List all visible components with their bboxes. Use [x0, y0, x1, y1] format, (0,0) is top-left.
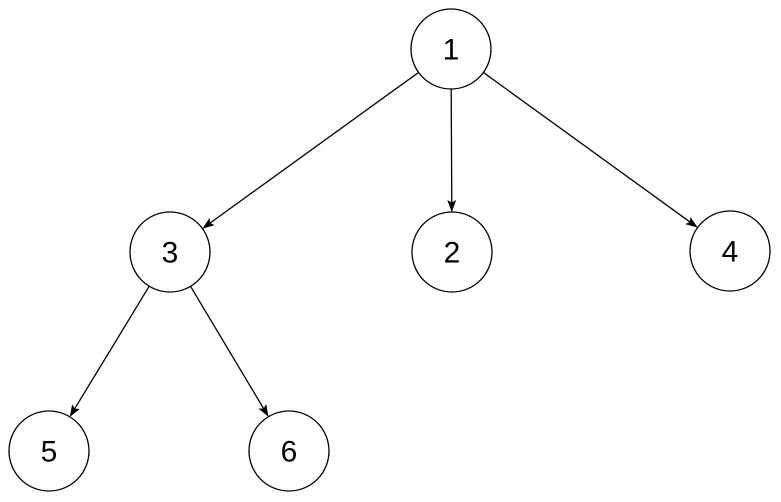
- tree-node-circle-2: [411, 211, 493, 293]
- tree-node-label-2: 2: [444, 237, 461, 270]
- tree-edge-3-6: [189, 285, 269, 417]
- tree-edge-1-3: [202, 71, 419, 229]
- tree-node-6: 6: [248, 410, 330, 492]
- tree-node-2: 2: [411, 211, 493, 293]
- tree-node-label-1: 1: [443, 34, 460, 67]
- tree-node-circle-6: [248, 410, 330, 492]
- tree-node-1: 1: [410, 8, 492, 90]
- tree-node-label-3: 3: [162, 237, 179, 270]
- tree-node-label-4: 4: [722, 236, 739, 269]
- tree-edge-1-2: [447, 88, 457, 213]
- tree-node-5: 5: [8, 410, 90, 492]
- tree-node-circle-4: [689, 210, 771, 292]
- tree-edge-3-5: [69, 285, 150, 417]
- tree-node-label-5: 5: [41, 436, 58, 469]
- tree-node-circle-5: [8, 410, 90, 492]
- tree-node-4: 4: [689, 210, 771, 292]
- tree-edge-1-4: [483, 71, 698, 228]
- tree-node-circle-1: [410, 8, 492, 90]
- tree-node-3: 3: [129, 211, 211, 293]
- tree-node-label-6: 6: [281, 436, 298, 469]
- tree-node-circle-3: [129, 211, 211, 293]
